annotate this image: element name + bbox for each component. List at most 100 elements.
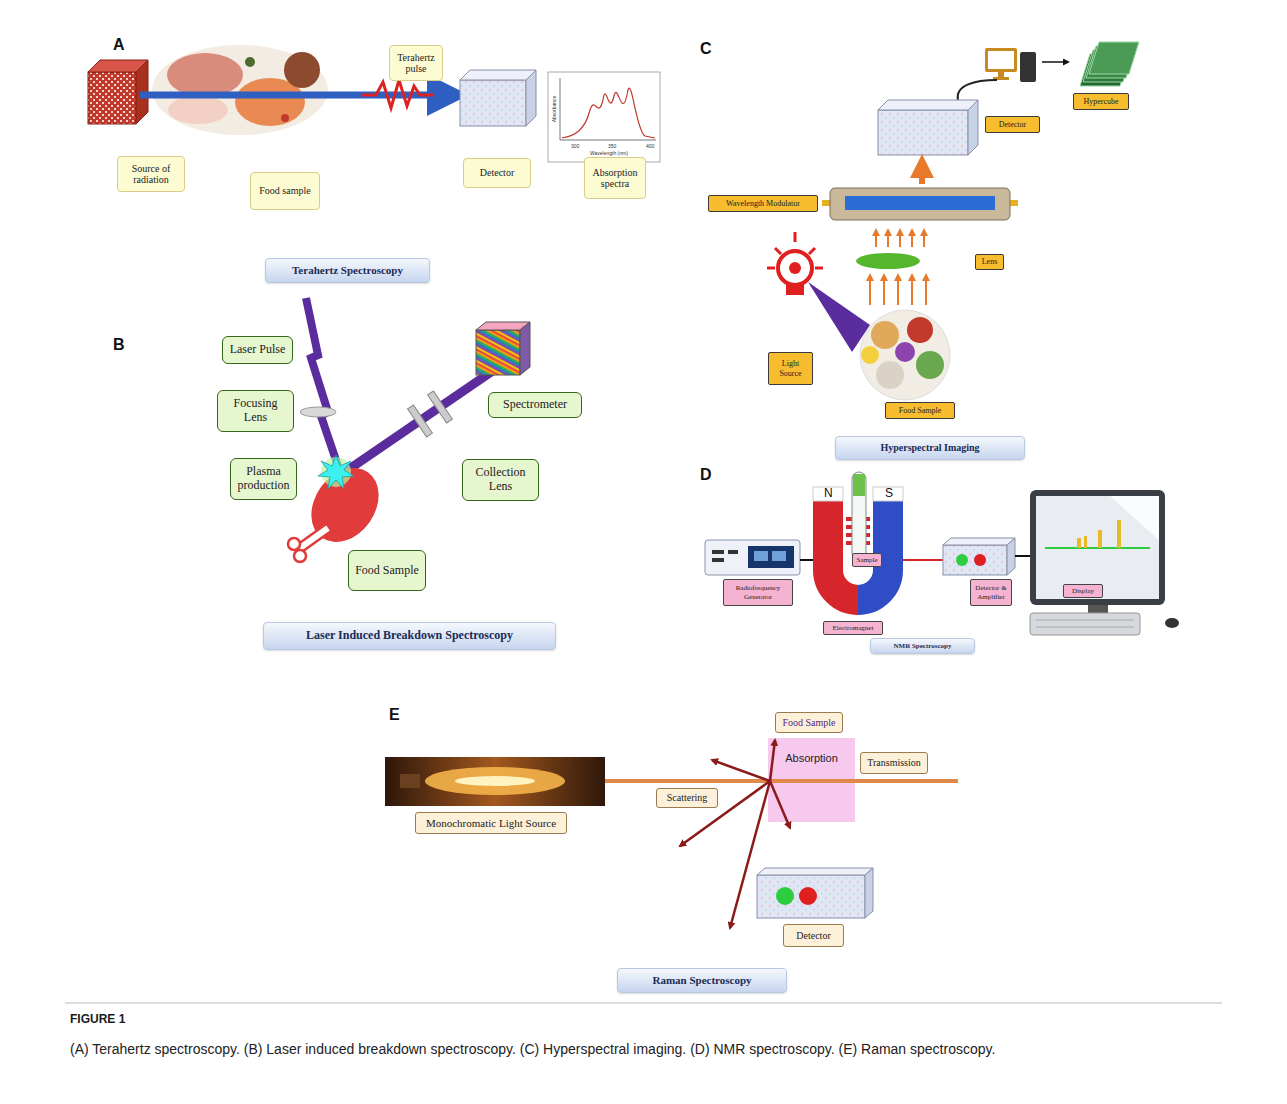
- panel-title-band: Raman Spectroscopy: [617, 968, 787, 993]
- detector-box: [460, 70, 536, 126]
- detector-box: [968, 100, 978, 155]
- panel-letter: A: [113, 36, 125, 54]
- light-beam: [605, 779, 958, 783]
- food-chicken: [300, 528, 328, 548]
- electromagnet: [873, 487, 903, 501]
- rf-generator: [712, 558, 724, 562]
- display-monitor: [1030, 490, 1165, 605]
- label-box: Detector: [985, 116, 1040, 133]
- food-illustration: [284, 52, 320, 88]
- detector-box: [878, 110, 968, 155]
- rf-generator: [728, 550, 738, 554]
- food-illustration: [281, 114, 289, 122]
- hypercube: [1080, 42, 1139, 86]
- display-monitor: [1084, 536, 1087, 548]
- node-text: Food Sample: [355, 564, 419, 578]
- node-text: Collection Lens: [466, 466, 535, 494]
- display-monitor: [1077, 538, 1081, 548]
- lamp: [385, 757, 605, 806]
- plasma: [318, 455, 354, 489]
- detector-box: [757, 868, 873, 875]
- label-box: Wavelength Modulator: [708, 195, 818, 212]
- lamp: [425, 767, 565, 795]
- food-plate: [860, 310, 950, 400]
- food-plate: [907, 317, 933, 343]
- label-box: Spectrometer: [488, 392, 582, 418]
- detector-amplifier: [956, 554, 968, 566]
- collection-lens: [408, 405, 433, 437]
- display-monitor: [1036, 627, 1134, 628]
- food-chicken: [288, 455, 393, 562]
- label-box: Terahertz pulse: [389, 45, 443, 81]
- food-plate: [860, 310, 950, 400]
- light-bulb: [767, 232, 823, 295]
- detector-box: [757, 875, 865, 918]
- food-chicken: [288, 538, 300, 550]
- tick-label: 350: [608, 143, 616, 149]
- label-box: Laser Pulse: [222, 336, 293, 364]
- panel-letter: E: [389, 706, 400, 724]
- tick-label: 300: [571, 143, 579, 149]
- label-box: Detector & Amplifier: [970, 579, 1012, 606]
- detector-amplifier: [943, 538, 1015, 545]
- test-tube: [852, 472, 866, 560]
- detector-box: [460, 70, 536, 80]
- light-arrow: [919, 166, 925, 184]
- magnet-pole: S: [885, 486, 893, 500]
- detector-amplifier: [943, 538, 1015, 575]
- light-bulb: [767, 267, 775, 270]
- node-text: Hypercube: [1083, 97, 1118, 106]
- test-tube: [852, 472, 866, 560]
- node-text: Laser Induced Breakdown Spectroscopy: [306, 629, 513, 643]
- node-text: Plasma production: [234, 465, 293, 493]
- separator-rule: [65, 1003, 1222, 1004]
- detector-box: [757, 868, 873, 918]
- rf-generator: [705, 540, 800, 575]
- node-text: Food Sample: [782, 717, 835, 729]
- collection-lens: [408, 405, 433, 437]
- food-plate: [895, 342, 915, 362]
- node-text: Monochromatic Light Source: [426, 817, 556, 830]
- label-box: Scattering: [656, 788, 718, 808]
- node-text: Laser Pulse: [230, 343, 286, 357]
- label-box: Detector: [783, 924, 844, 947]
- panel-letter: C: [700, 40, 712, 58]
- node-text: Food sample: [259, 185, 310, 197]
- spectrum-chart: [548, 72, 660, 162]
- axis-title: Wavelength (nm): [590, 150, 628, 156]
- detector-box: [526, 70, 536, 126]
- computer: [985, 48, 1017, 72]
- spectrum-chart: [560, 78, 656, 140]
- light-bulb: [775, 248, 781, 254]
- lens: [856, 253, 920, 269]
- light-arrows: [911, 232, 913, 247]
- light-bulb: [809, 248, 815, 254]
- label-box: Source of radiation: [117, 156, 185, 192]
- scatter-arrows: [770, 781, 790, 828]
- wire: [1015, 555, 1032, 557]
- food-illustration: [152, 45, 328, 135]
- label-box: Display: [1063, 584, 1103, 598]
- label-box: Lens: [975, 254, 1004, 270]
- light-arrows: [883, 277, 885, 305]
- node-text: Radiofrequency Generator: [727, 584, 789, 600]
- display-monitor: [1098, 530, 1102, 548]
- display-monitor: [1036, 620, 1134, 621]
- label-box: Transmission: [860, 752, 928, 774]
- food-illustration: [245, 57, 255, 67]
- light-bulb: [786, 285, 804, 295]
- detector-box: [799, 887, 817, 905]
- light-arrows: [911, 277, 913, 305]
- lamp: [400, 774, 420, 788]
- label-box: Food Sample: [775, 712, 843, 733]
- food-plate: [876, 361, 904, 389]
- display-monitor: [1165, 618, 1179, 628]
- computer: [985, 48, 1036, 82]
- food-illustration: [152, 45, 328, 135]
- detector-box: [460, 80, 526, 126]
- detector-amplifier: [974, 554, 986, 566]
- node-text: Raman Spectroscopy: [652, 974, 751, 987]
- food-illustration: [168, 96, 228, 124]
- axis-title: Absorbance: [551, 96, 557, 123]
- detector-amplifier: [943, 545, 1007, 575]
